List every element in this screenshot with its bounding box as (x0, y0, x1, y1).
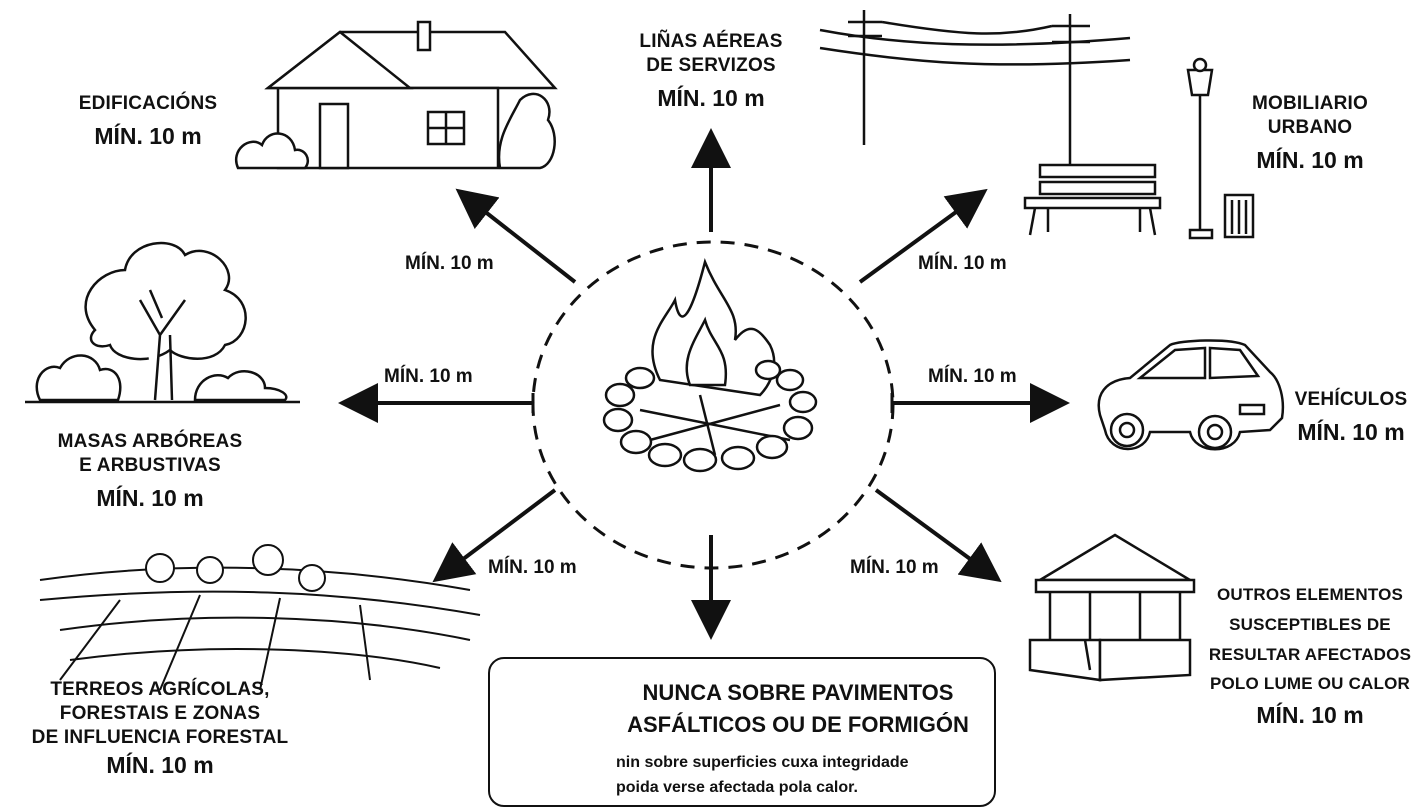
label-terreos-name-3: DE INFLUENCIA FORESTAL (31, 726, 289, 748)
warning-body: nin sobre superficies cuxa integridade p… (616, 751, 988, 801)
fields-icon (39, 544, 481, 691)
tree-icon (25, 241, 300, 404)
label-outros: OUTROS ELEMENTOS SUSCEPTIBLES DE RESULTA… (1200, 580, 1420, 730)
arrow-label-upper-right: MÍN. 10 m (918, 253, 1007, 274)
warning-box: NUNCA SOBRE PAVIMENTOS ASFÁLTICOS OU DE … (488, 657, 996, 807)
campfire-icon (602, 257, 818, 473)
label-outros-name-2: SUSCEPTIBLES DE (1229, 614, 1391, 634)
label-masas-name-1: MASAS ARBÓREAS (57, 431, 243, 452)
label-outros-name-4: POLO LUME OU CALOR (1209, 674, 1411, 694)
label-terreos-min: MÍN. 10 m (106, 752, 214, 779)
label-vehiculos-name: VEHÍCULOS (1294, 389, 1408, 410)
label-mobiliario-min: MÍN. 10 m (1256, 146, 1364, 173)
warning-title: NUNCA SOBRE PAVIMENTOS ASFÁLTICOS OU DE … (608, 677, 988, 741)
label-linas-min: MÍN. 10 m (657, 84, 765, 111)
label-mobiliario: MOBILIARIO URBANO MÍN. 10 m (1210, 92, 1410, 174)
warning-body-line-2: poida verse afectada pola calor. (616, 778, 858, 796)
label-masas: MASAS ARBÓREAS E ARBUSTIVAS MÍN. 10 m (30, 430, 270, 512)
house-icon (234, 20, 558, 170)
label-edificacions-name: EDIFICACIÓNS (78, 93, 218, 114)
arrow-label-lower-right: MÍN. 10 m (850, 557, 939, 578)
label-mobiliario-name-2: URBANO (1267, 116, 1353, 138)
label-terreos-name-1: TERREOS AGRÍCOLAS, (50, 679, 270, 700)
street-furniture-icon (1023, 57, 1255, 240)
arrow-label-upper-left: MÍN. 10 m (405, 253, 494, 274)
label-outros-name-3: RESULTAR AFECTADOS (1208, 644, 1412, 664)
label-linas-name-1: LIÑAS AÉREAS (639, 31, 783, 52)
warning-title-line-1: NUNCA SOBRE PAVIMENTOS (642, 680, 954, 705)
label-outros-min: MÍN. 10 m (1256, 702, 1364, 728)
label-vehiculos-min: MÍN. 10 m (1297, 418, 1405, 445)
label-terreos: TERREOS AGRÍCOLAS, FORESTAIS E ZONAS DE … (4, 678, 316, 780)
label-vehiculos: VEHÍCULOS MÍN. 10 m (1282, 388, 1420, 447)
arrow-label-right: MÍN. 10 m (928, 366, 1017, 387)
warning-title-line-2: ASFÁLTICOS OU DE FORMIGÓN (627, 711, 969, 737)
label-mobiliario-name-1: MOBILIARIO (1252, 93, 1368, 114)
arrow-lower-left (432, 488, 557, 583)
label-outros-name-1: OUTROS ELEMENTOS (1216, 585, 1404, 604)
arrow-label-lower-left: MÍN. 10 m (488, 557, 577, 578)
arrow-upper-left (455, 188, 577, 284)
car-icon (1097, 339, 1285, 451)
label-masas-min: MÍN. 10 m (96, 484, 204, 511)
warning-body-line-1: nin sobre superficies cuxa integridade (616, 754, 909, 771)
arrow-lower-right (874, 488, 1002, 583)
power-lines-icon (819, 10, 1131, 175)
label-linas-aereas: LIÑAS AÉREAS DE SERVIZOS MÍN. 10 m (600, 30, 822, 112)
arrow-label-left: MÍN. 10 m (384, 366, 473, 387)
label-edificacions-min: MÍN. 10 m (94, 122, 202, 149)
label-edificacions: EDIFICACIÓNS MÍN. 10 m (38, 92, 258, 151)
label-masas-name-2: E ARBUSTIVAS (79, 454, 221, 476)
gazebo-icon (1028, 533, 1196, 682)
arrow-upper-right (858, 188, 988, 284)
label-linas-name-2: DE SERVIZOS (646, 54, 776, 76)
label-terreos-name-2: FORESTAIS E ZONAS (59, 702, 261, 724)
